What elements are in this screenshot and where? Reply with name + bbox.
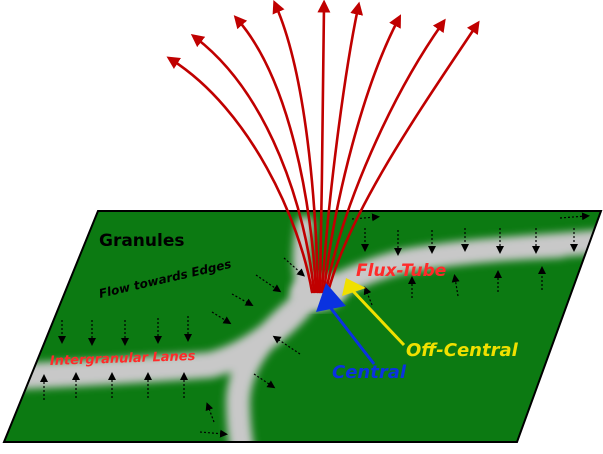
flux-tube-label: Flux-Tube <box>356 261 446 281</box>
field-line <box>322 14 402 294</box>
field-line <box>233 15 318 294</box>
granule-field <box>4 211 601 442</box>
flow-arrow <box>363 286 373 306</box>
field-line <box>317 0 331 294</box>
solar-surface-plane <box>2 210 603 443</box>
central-label: Central <box>332 362 407 383</box>
flow-arrow <box>199 429 228 438</box>
granules-label: Granules <box>99 231 185 251</box>
flow-arrow <box>205 402 215 423</box>
field-line <box>326 20 480 294</box>
field-line <box>166 56 314 294</box>
field-line <box>190 34 316 294</box>
flow-arrow <box>451 274 460 297</box>
field-line <box>272 0 320 294</box>
field-lines <box>166 0 480 294</box>
flow-arrow <box>211 311 232 325</box>
flow-arrow <box>283 257 305 277</box>
plane-border <box>2 210 603 443</box>
field-line <box>320 1 364 294</box>
flow-arrows <box>40 212 590 438</box>
flow-arrow <box>559 212 590 221</box>
off-central-marker-icon <box>342 278 366 296</box>
central-marker-icon <box>316 283 346 312</box>
intergranular-lanes-label: Intergranular Lanes <box>50 349 196 369</box>
off-central-label: Off-Central <box>406 340 519 361</box>
central-pointer-line <box>324 301 376 365</box>
off-central-pointer-line <box>350 288 406 347</box>
field-line <box>324 18 446 294</box>
flow-arrow <box>231 293 254 306</box>
flow-arrow <box>255 274 282 293</box>
flow-arrow <box>272 335 301 355</box>
